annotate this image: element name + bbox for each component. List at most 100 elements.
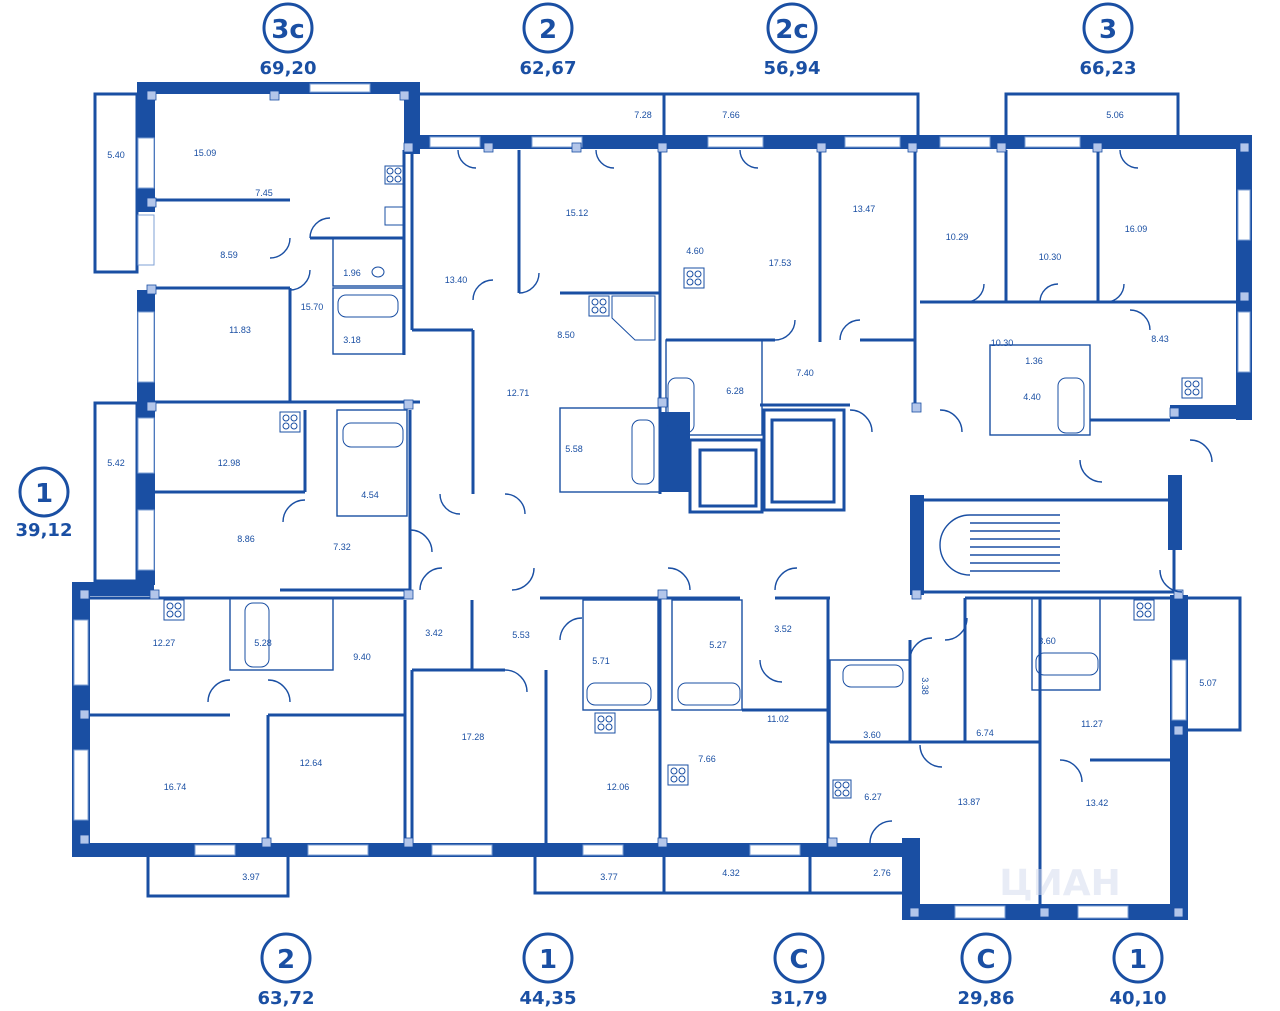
- room-area: 17.28: [462, 732, 485, 742]
- room-area: 5.58: [565, 444, 583, 454]
- room-area: 15.12: [566, 208, 589, 218]
- room-area: 3.77: [600, 872, 618, 882]
- door-swings: [207, 149, 1213, 844]
- room-area: 7.66: [722, 110, 740, 120]
- room-area: 3.60: [863, 730, 881, 740]
- apartment-type: С: [789, 945, 808, 975]
- room-area: 16.74: [164, 782, 187, 792]
- room-area: 15.09: [194, 148, 217, 158]
- room-area: 4.32: [722, 868, 740, 878]
- apartment-type: 2с: [775, 15, 809, 45]
- room-area: 13.42: [1086, 798, 1109, 808]
- room-area: 4.54: [361, 490, 379, 500]
- stove-icon: [384, 165, 404, 185]
- bathtub-icon: [842, 664, 904, 688]
- apartment-area: 39,12: [16, 520, 73, 541]
- room-area: 11.83: [229, 325, 251, 335]
- apartment-badge-bottom-1[interactable]: 2 63,72: [258, 932, 315, 1009]
- room-area: 5.53: [512, 630, 530, 640]
- bathtub-icon: [337, 294, 399, 318]
- bathtub-icon: [1057, 377, 1085, 434]
- room-area: 12.71: [507, 388, 530, 398]
- apartment-badge-bottom-4[interactable]: С 29,86: [958, 932, 1015, 1009]
- columns: [79, 90, 1250, 918]
- room-area: 7.28: [634, 110, 652, 120]
- room-area: 4.60: [686, 246, 704, 256]
- room-area: 5.40: [107, 150, 125, 160]
- room-area: 8.50: [557, 330, 575, 340]
- stove-icon: [588, 295, 610, 317]
- apartment-badge-bottom-2[interactable]: 1 44,35: [520, 932, 577, 1009]
- room-area: 2.76: [873, 868, 891, 878]
- room-area: 12.64: [300, 758, 323, 768]
- room-area: 13.47: [853, 204, 876, 214]
- stove-icon: [594, 712, 616, 734]
- apartment-type: 2: [277, 945, 295, 975]
- apartment-badge-top-4[interactable]: 3 66,23: [1080, 2, 1137, 79]
- apartment-badge-top-3[interactable]: 2с 56,94: [764, 2, 821, 79]
- bathtub-icon: [677, 682, 741, 706]
- apartment-badge-bottom-3[interactable]: С 31,79: [771, 932, 828, 1009]
- bathtub-icon: [667, 377, 695, 434]
- room-area: 3.18: [343, 335, 361, 345]
- apartment-badge-top-1[interactable]: 3с 69,20: [260, 2, 317, 79]
- room-area: 8.43: [1151, 334, 1169, 344]
- stair-steps: [939, 514, 1060, 576]
- apartment-badge-bottom-5[interactable]: 1 40,10: [1110, 932, 1167, 1009]
- apartment-type: 2: [539, 15, 557, 45]
- apartment-area: 44,35: [520, 988, 577, 1009]
- apartment-area: 56,94: [764, 58, 821, 79]
- windows: [73, 83, 1251, 919]
- room-area: 3.42: [425, 628, 443, 638]
- room-area: 1.96: [343, 268, 361, 278]
- room-area: 8.86: [237, 534, 255, 544]
- bathtub-icon: [631, 419, 655, 485]
- room-area: 9.40: [353, 652, 371, 662]
- stove-icon: [832, 779, 852, 799]
- room-area: 15.70: [301, 302, 324, 312]
- room-area: 6.74: [976, 728, 994, 738]
- apartment-badge-left[interactable]: 1 39,12: [16, 466, 73, 541]
- stove-icon: [1133, 599, 1155, 621]
- room-area: 17.53: [769, 258, 792, 268]
- room-area: 5.42: [107, 458, 125, 468]
- room-area: 5.07: [1199, 678, 1217, 688]
- apartment-area: 69,20: [260, 58, 317, 79]
- room-area: 5.06: [1106, 110, 1124, 120]
- room-area: 11.27: [1081, 719, 1103, 729]
- room-area: 13.87: [958, 797, 981, 807]
- room-area: 7.45: [255, 188, 273, 198]
- apartment-area: 66,23: [1080, 58, 1137, 79]
- room-area: 6.28: [726, 386, 744, 396]
- room-area: 11.02: [767, 714, 789, 724]
- room-area: 13.40: [445, 275, 468, 285]
- room-area: 3.60: [1038, 636, 1056, 646]
- bathtub-icon: [586, 682, 652, 706]
- room-area: 3.52: [774, 624, 792, 634]
- apartment-type: С: [976, 945, 995, 975]
- apartment-area: 63,72: [258, 988, 315, 1009]
- bathtub-icon: [1035, 652, 1099, 676]
- toilet-icon: [371, 266, 385, 278]
- room-area: 5.71: [592, 656, 610, 666]
- room-area: 10.30: [991, 338, 1014, 348]
- apartment-badge-top-2[interactable]: 2 62,67: [520, 2, 577, 79]
- room-labels: 5.40 15.09 7.45 8.59 1.96 15.70 3.18 11.…: [107, 110, 1217, 882]
- room-area: 4.40: [1023, 392, 1041, 402]
- stove-icon: [683, 267, 705, 289]
- watermark-text: ЦИАН: [999, 863, 1121, 904]
- apartment-type: 3: [1099, 15, 1117, 45]
- apartment-type: 1: [35, 479, 53, 509]
- room-area: 5.28: [254, 638, 272, 648]
- stove-icon: [1181, 377, 1203, 399]
- room-area: 5.27: [709, 640, 727, 650]
- room-area: 1.36: [1025, 356, 1043, 366]
- room-area: 12.27: [153, 638, 176, 648]
- apartment-type: 1: [1129, 945, 1147, 975]
- room-area: 7.40: [796, 368, 814, 378]
- room-area: 10.29: [946, 232, 969, 242]
- sink-icon: [384, 206, 404, 226]
- room-area: 10.30: [1039, 252, 1062, 262]
- bathtub-icon: [342, 422, 404, 448]
- stove-icon: [279, 411, 301, 433]
